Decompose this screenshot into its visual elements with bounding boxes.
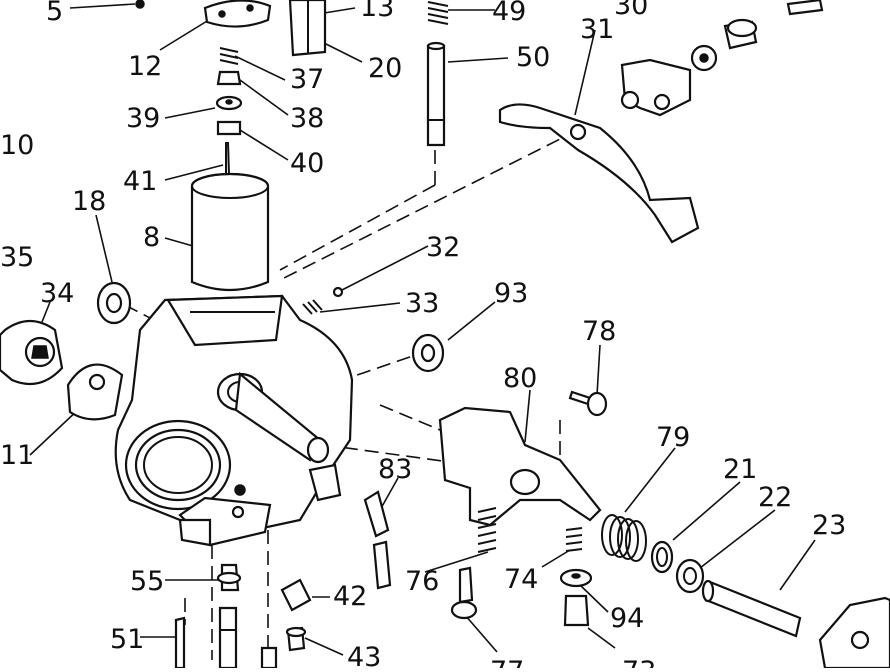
label-78: 78: [582, 316, 616, 347]
top-right-parts: [498, 0, 824, 244]
label-42: 42: [333, 581, 367, 612]
label-21: 21: [723, 454, 757, 485]
label-94: 94: [610, 603, 644, 634]
part-labels: 5 12 13 20 49 50 30 31 37 38 39 40 41 10…: [0, 0, 846, 672]
left-side-parts: [0, 281, 132, 421]
leader-lines: [29, 3, 816, 656]
label-34: 34: [40, 278, 74, 309]
label-10: 10: [0, 130, 34, 161]
label-80: 80: [503, 363, 537, 394]
label-39: 39: [126, 103, 160, 134]
label-74: 74: [504, 564, 538, 595]
label-31: 31: [580, 14, 614, 45]
label-30: 30: [614, 0, 648, 21]
label-77: 77: [490, 656, 524, 668]
label-11: 11: [0, 440, 34, 471]
carburetor-body: [114, 294, 354, 547]
label-55: 55: [130, 566, 164, 597]
label-13: 13: [360, 0, 394, 23]
label-83: 83: [378, 454, 412, 485]
center-parts: [302, 286, 890, 670]
label-50: 50: [516, 42, 550, 73]
label-22: 22: [758, 482, 792, 513]
label-33: 33: [405, 288, 439, 319]
label-5: 5: [46, 0, 63, 27]
label-79: 79: [656, 422, 690, 453]
label-41: 41: [123, 166, 157, 197]
label-38: 38: [290, 103, 324, 134]
label-23: 23: [812, 510, 846, 541]
label-35: 35: [0, 242, 34, 273]
label-93: 93: [494, 278, 528, 309]
label-20: 20: [368, 53, 402, 84]
label-76: 76: [405, 566, 439, 597]
label-32: 32: [426, 232, 460, 263]
label-73: 73: [622, 656, 656, 668]
label-18: 18: [72, 186, 106, 217]
label-49: 49: [492, 0, 526, 27]
label-8: 8: [143, 222, 160, 253]
label-51: 51: [110, 624, 144, 655]
top-parts: [135, 0, 449, 292]
label-40: 40: [290, 148, 324, 179]
label-12: 12: [128, 51, 162, 82]
label-37: 37: [290, 64, 324, 95]
label-43: 43: [347, 642, 381, 668]
